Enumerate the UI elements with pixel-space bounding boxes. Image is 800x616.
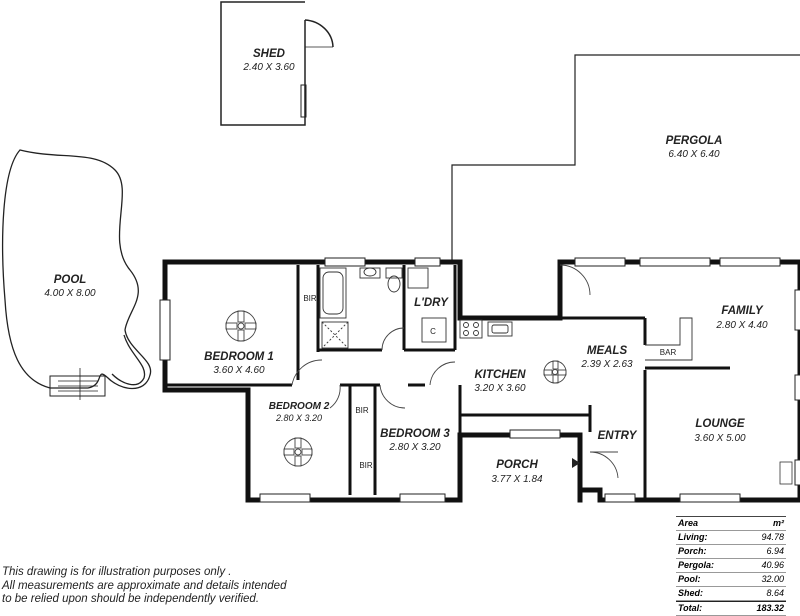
disclaimer-line: to be relied upon should be independentl… (2, 593, 260, 605)
area-row-value: 8.64 (766, 588, 784, 598)
shed-outline (220, 1, 334, 126)
area-total-row: Total: 183.32 (676, 601, 786, 616)
area-row-value: 94.78 (761, 532, 784, 542)
door-swings (291, 264, 619, 479)
area-row: Pool: 32.00 (676, 573, 786, 587)
room-name-bedroom2: BEDROOM 2 (269, 401, 330, 412)
fixtures (319, 267, 693, 361)
area-row: Porch: 6.94 (676, 545, 786, 559)
area-row-label: Pergola: (678, 560, 715, 570)
area-row-value: 32.00 (761, 574, 784, 584)
room-name-kitchen: KITCHEN (474, 369, 526, 381)
disclaimer-line: This drawing is for illustration purpose… (2, 566, 232, 578)
ac-unit-icon (779, 461, 793, 485)
ceiling-fan-icon (225, 310, 257, 342)
windows (159, 257, 800, 503)
interior-walls (165, 265, 730, 500)
area-row-label: Porch: (678, 546, 707, 556)
room-dims-pool: 4.00 X 8.00 (44, 288, 96, 299)
disclaimer-line: All measurements are approximate and det… (2, 579, 287, 592)
room-name-entry: ENTRY (598, 430, 638, 442)
area-table: Area m² Living: 94.78 Porch: 6.94 Pergol… (676, 516, 786, 616)
room-name-bedroom1: BEDROOM 1 (204, 351, 274, 363)
area-row-value: 6.94 (766, 546, 784, 556)
room-name-lounge: LOUNGE (695, 418, 745, 430)
pergola-outline (451, 54, 800, 262)
room-name-meals: MEALS (587, 345, 628, 357)
area-row: Living: 94.78 (676, 531, 786, 545)
room-dims-pergola: 6.40 X 6.40 (668, 149, 720, 160)
bir-label: BIR (355, 406, 369, 415)
room-dims-lounge: 3.60 X 5.00 (694, 433, 746, 444)
area-table-header: Area m² (676, 517, 786, 531)
house-walls (162, 259, 800, 503)
room-name-pool: POOL (54, 274, 87, 286)
area-row-value: 40.96 (761, 560, 784, 570)
ceiling-fan-icon (283, 437, 313, 467)
pool-outline (1, 149, 152, 400)
bir-label: BIR (303, 294, 317, 303)
disclaimer: This drawing is for illustration purpose… (2, 566, 286, 607)
area-row: Shed: 8.64 (676, 587, 786, 601)
room-dims-bedroom2: 2.80 X 3.20 (275, 413, 322, 423)
area-header-unit: m² (773, 518, 784, 528)
room-name-family: FAMILY (721, 305, 764, 317)
cupboard-label: C (430, 327, 436, 336)
room-name-pergola: PERGOLA (666, 135, 723, 147)
area-total-value: 183.32 (756, 603, 784, 613)
room-name-laundry: L'DRY (414, 297, 449, 309)
room-dims-porch: 3.77 X 1.84 (491, 474, 543, 485)
room-dims-bedroom3: 2.80 X 3.20 (388, 442, 441, 453)
room-dims-shed: 2.40 X 3.60 (242, 62, 295, 73)
room-dims-family: 2.80 X 4.40 (715, 320, 768, 331)
ceiling-fan-icon (543, 360, 567, 384)
room-dims-bedroom1: 3.60 X 4.60 (213, 365, 265, 376)
room-dims-meals: 2.39 X 2.63 (580, 359, 633, 370)
entry-arrow-icon (572, 458, 580, 468)
room-name-bedroom3: BEDROOM 3 (380, 428, 450, 440)
room-name-porch: PORCH (496, 459, 538, 471)
area-row: Pergola: 40.96 (676, 559, 786, 573)
area-row-label: Living: (678, 532, 708, 542)
area-row-label: Shed: (678, 588, 704, 598)
bir-label: BIR (359, 461, 373, 470)
room-name-shed: SHED (253, 48, 285, 60)
room-dims-kitchen: 3.20 X 3.60 (474, 383, 526, 394)
area-header-label: Area (678, 518, 699, 528)
area-total-label: Total: (678, 603, 703, 613)
bar-label: BAR (660, 348, 677, 357)
area-row-label: Pool: (678, 574, 701, 584)
